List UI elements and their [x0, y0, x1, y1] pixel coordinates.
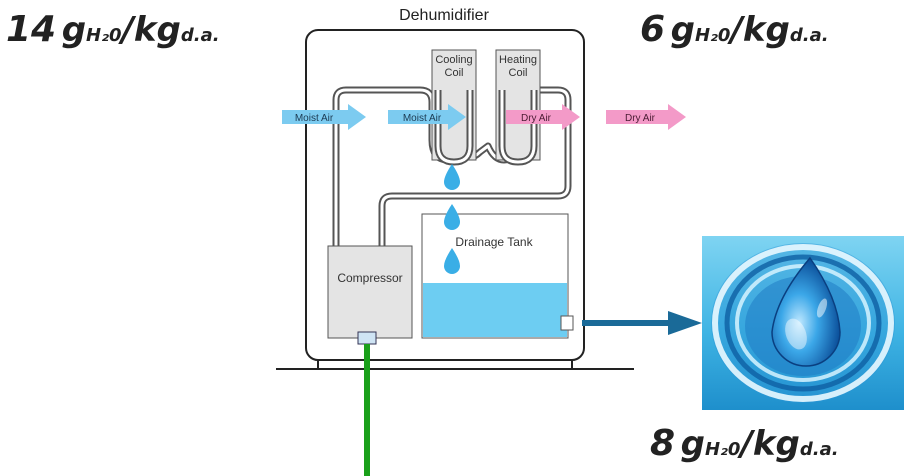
- casing-feet: [317, 360, 573, 369]
- outlet-humidity-label: 6 gH₂0/kgd.a.: [640, 9, 829, 50]
- water-drop-icon: [444, 248, 460, 274]
- water-ring-icon: [702, 236, 904, 410]
- cooling-coil-label-2: Coil: [445, 67, 464, 79]
- drainage-tank-label: Drainage Tank: [455, 235, 533, 249]
- svg-text:Moist Air: Moist Air: [295, 113, 334, 124]
- tank-humidity-label: 8 gH₂0/kgd.a.: [650, 423, 839, 464]
- compressor-label: Compressor: [337, 271, 402, 285]
- svg-text:Moist Air: Moist Air: [403, 113, 442, 124]
- drain-arrow-head: [668, 311, 702, 335]
- power-connector: [357, 331, 377, 345]
- inlet-humidity-label: 14 gH₂0/kgd.a.: [6, 9, 220, 50]
- water-drop-icon: [444, 164, 460, 190]
- cooling-coil-label-1: Cooling: [435, 54, 472, 66]
- dehumidifier-title: Dehumidifier: [399, 7, 489, 24]
- dry-air-arrow-inside: Dry Air: [506, 104, 580, 130]
- coil-u-bends: [434, 90, 538, 166]
- svg-text:Dry Air: Dry Air: [625, 113, 656, 124]
- water-drop-icon: [444, 204, 460, 230]
- tank-water: [423, 283, 567, 337]
- compressor: [327, 245, 413, 339]
- moist-air-arrow-inside: Moist Air: [388, 104, 466, 130]
- moist-air-arrow-outside: Moist Air: [282, 104, 366, 130]
- drain-outlet: [560, 315, 574, 331]
- heating-coil-label-2: Coil: [509, 67, 528, 79]
- heating-coil-label-1: Heating: [499, 54, 537, 66]
- dry-air-arrow-outside: Dry Air: [606, 104, 686, 130]
- svg-text:Dry Air: Dry Air: [521, 113, 552, 124]
